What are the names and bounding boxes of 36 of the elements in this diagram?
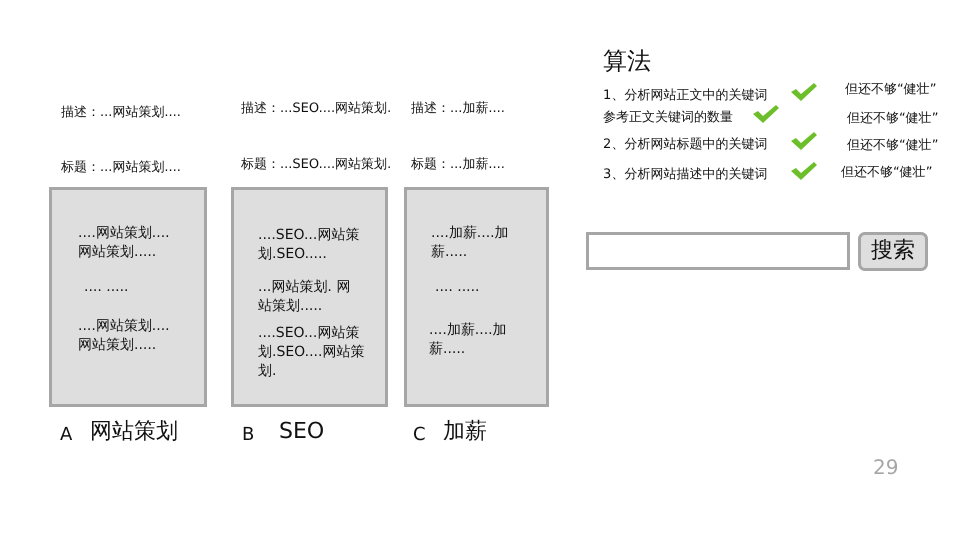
description-label: 描述：...SEO....网站策划.: [241, 101, 392, 117]
page-text: ...网站策划. 网站策划.....: [258, 278, 352, 316]
page-letter: B: [242, 424, 254, 446]
search-field: [586, 232, 850, 270]
list-item: 3、分析网站描述中的关键词: [603, 167, 768, 183]
note: 但还不够“健壮”: [847, 138, 938, 154]
list-item: 参考正文关键词的数量: [603, 110, 733, 126]
page-keyword: 加薪: [443, 419, 487, 446]
description-label: 描述：...网站策划....: [61, 105, 181, 121]
title-label: 标题：...加薪....: [411, 157, 505, 173]
page-text: .... .....: [84, 278, 130, 297]
page-text: ....SEO...网站策划.SEO.....: [258, 226, 360, 264]
page-text: ....加薪....加薪.....: [431, 224, 510, 262]
title: 算法: [603, 47, 651, 76]
page-box: [404, 187, 549, 407]
page-text: .... .....: [435, 278, 481, 297]
note: 但还不够“健壮”: [845, 82, 936, 98]
page-text: ....网站策划....网站策划.....: [78, 317, 171, 355]
page-number: 29: [873, 455, 898, 479]
page-box: [49, 187, 207, 407]
note: 但还不够“健壮”: [847, 111, 938, 127]
note: 但还不够“健壮”: [841, 165, 932, 181]
page-keyword: SEO: [279, 419, 324, 446]
list-item: 2、分析网站标题中的关键词: [603, 137, 768, 153]
page-text: ....网站策划....网站策划.....: [78, 224, 171, 262]
page-letter: A: [60, 424, 72, 446]
list-item: 1、分析网站正文中的关键词: [603, 88, 768, 104]
page-text: ....加薪....加薪.....: [429, 321, 508, 359]
description-label: 描述：...加薪....: [411, 101, 505, 117]
title-label: 标题：...SEO....网站策划.: [241, 157, 392, 173]
page-box: [231, 187, 388, 407]
page-letter: C: [413, 424, 426, 446]
search-button: 搜索: [858, 232, 928, 271]
page-keyword: 网站策划: [90, 419, 178, 446]
title-label: 标题：...网站策划....: [61, 160, 181, 176]
page-text: ....SEO...网站策划.SEO....网站策划.: [258, 324, 366, 381]
